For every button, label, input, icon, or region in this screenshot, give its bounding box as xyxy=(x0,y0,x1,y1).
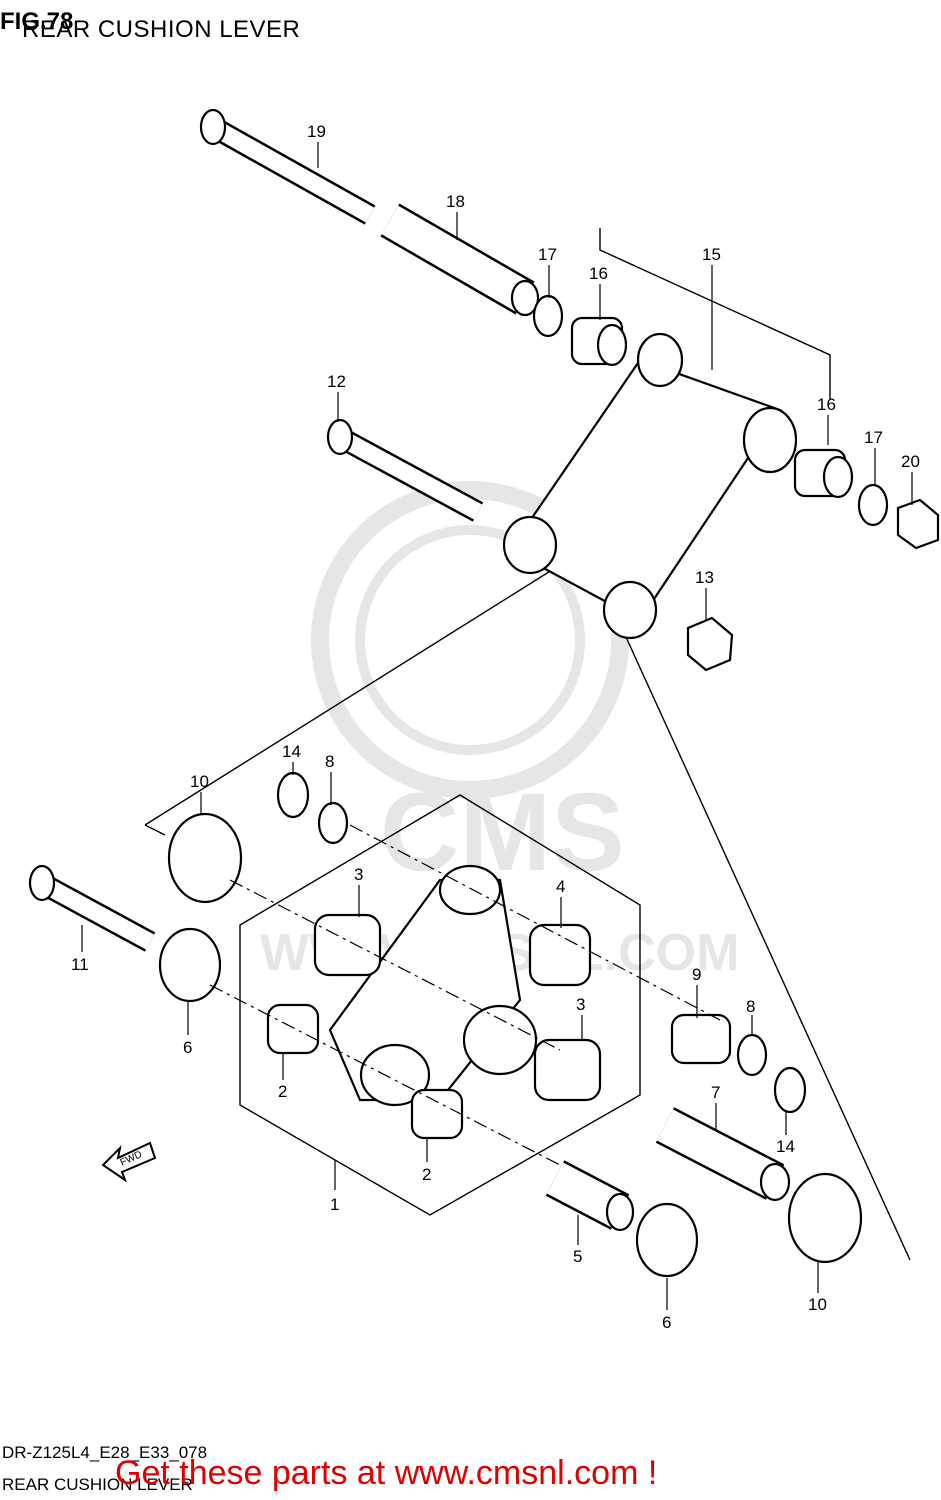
part-6-cap-b xyxy=(635,1202,699,1278)
callout-10-b: 10 xyxy=(808,1295,827,1314)
part-7-collar xyxy=(655,1107,791,1202)
callout-3: 3 xyxy=(354,865,363,884)
callout-5: 5 xyxy=(573,1247,582,1266)
part-8-seal xyxy=(317,801,349,845)
part-18-collar xyxy=(380,203,540,317)
assembly-outline-15 xyxy=(599,228,831,400)
part-20-nut xyxy=(896,498,940,550)
callout-4: 4 xyxy=(556,877,565,896)
callout-9: 9 xyxy=(692,965,701,984)
callout-6-b: 6 xyxy=(662,1313,671,1332)
callout-3-b: 3 xyxy=(576,995,585,1014)
callout-labels: 19 18 17 16 15 12 16 17 20 13 14 8 10 3 … xyxy=(71,122,920,1332)
part-14-washer xyxy=(276,771,310,819)
part-3-bearing xyxy=(313,913,382,977)
part-17-seal xyxy=(532,294,564,338)
callout-8: 8 xyxy=(325,752,334,771)
footer-title: REAR CUSHION LEVER xyxy=(2,1475,193,1494)
callout-11: 11 xyxy=(71,955,89,974)
part-1-cushion-lever xyxy=(328,864,538,1107)
part-14-washer-b xyxy=(773,1066,807,1114)
assembly-outline-1 xyxy=(239,794,641,1216)
part-2-bearing xyxy=(266,1003,320,1055)
callout-17-b: 17 xyxy=(864,428,883,447)
fwd-arrow-icon: FWD xyxy=(101,1141,157,1183)
part-8-seal-b xyxy=(736,1033,768,1077)
callout-17: 17 xyxy=(538,245,557,264)
watermark-brand: CMS xyxy=(380,771,624,894)
figure-title: REAR CUSHION LEVER xyxy=(22,16,301,43)
callout-14-b: 14 xyxy=(776,1137,795,1156)
part-4-bearing xyxy=(528,923,592,987)
callout-12: 12 xyxy=(327,372,346,391)
part-15-cushion-rod xyxy=(502,332,798,640)
figure-number: FIG.78 xyxy=(0,8,74,35)
part-5-collar xyxy=(545,1160,635,1232)
part-2-bearing-b xyxy=(410,1088,464,1140)
part-9-collar xyxy=(670,1013,732,1065)
callout-leaders xyxy=(81,142,913,1310)
callout-14: 14 xyxy=(282,742,301,761)
callout-10: 10 xyxy=(190,772,209,791)
part-16-bearing xyxy=(570,316,628,367)
callout-16: 16 xyxy=(589,264,608,283)
part-17-seal-b xyxy=(857,483,889,527)
part-13-nut xyxy=(686,616,734,672)
callout-18: 18 xyxy=(446,192,465,211)
part-11-bolt xyxy=(28,864,156,952)
part-12-bolt xyxy=(326,418,484,522)
callout-8-b: 8 xyxy=(746,997,755,1016)
part-10-cap-b xyxy=(787,1172,863,1264)
part-19-bolt xyxy=(199,108,376,225)
model-code: DR-Z125L4_E28_E33_078 xyxy=(2,1443,208,1462)
callout-20: 20 xyxy=(901,452,920,471)
part-3-bearing-b xyxy=(533,1038,602,1102)
callout-2: 2 xyxy=(278,1082,287,1101)
callout-6: 6 xyxy=(183,1038,192,1057)
callout-13: 13 xyxy=(695,568,714,587)
callout-19: 19 xyxy=(307,122,326,141)
part-10-cap xyxy=(167,812,243,904)
callout-15: 15 xyxy=(702,245,721,264)
callout-16-b: 16 xyxy=(817,395,836,414)
callout-7: 7 xyxy=(711,1083,720,1102)
part-6-cap xyxy=(158,927,222,1003)
promo-link[interactable]: Get these parts at www.cmsnl.com ! xyxy=(115,1454,658,1492)
callout-1: 1 xyxy=(330,1195,339,1214)
part-16-bearing-b xyxy=(793,448,854,499)
callout-2-b: 2 xyxy=(422,1165,431,1184)
